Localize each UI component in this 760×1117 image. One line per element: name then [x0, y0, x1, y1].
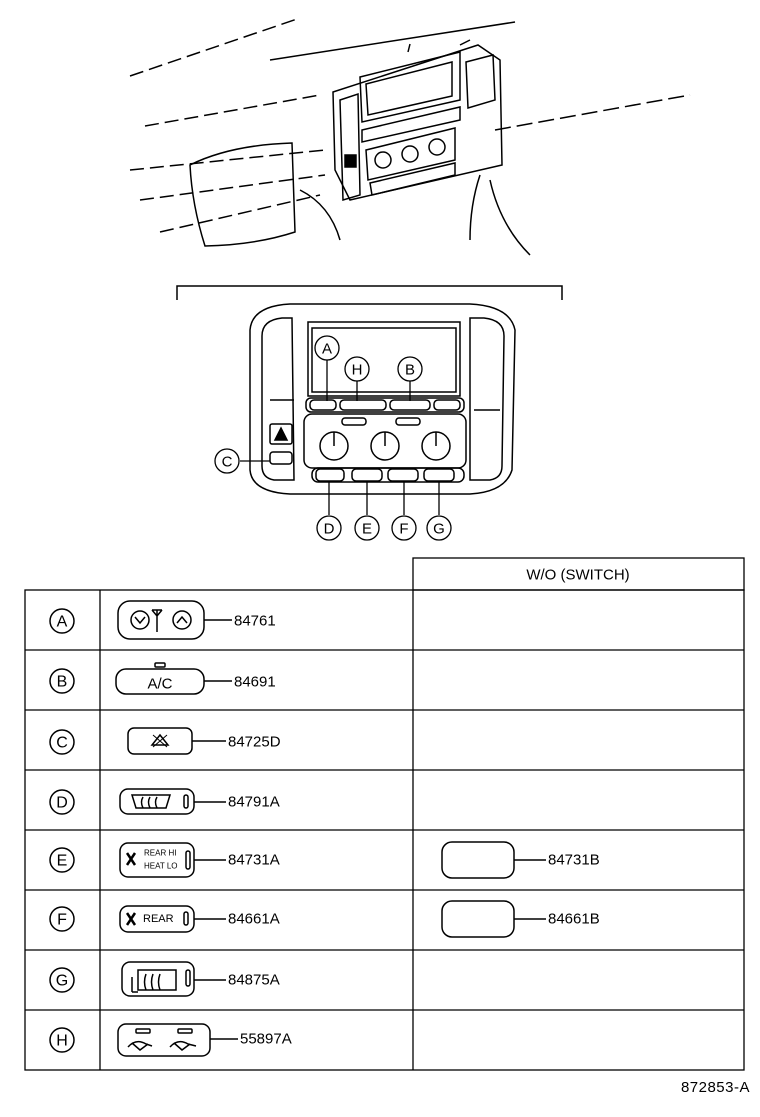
row-letter-g: G — [56, 973, 68, 990]
part-number-f: 84661A — [228, 911, 280, 928]
switch-a-icon — [117, 600, 232, 640]
switch-e-rear-heater-icon — [119, 842, 226, 878]
part-number-e: 84731A — [228, 852, 280, 869]
callout-h-label: H — [352, 362, 363, 379]
part-number-a: 84761 — [234, 613, 276, 630]
row-letter-b: B — [57, 674, 68, 691]
parts-table — [24, 557, 745, 1071]
part-number-g: 84875A — [228, 972, 280, 989]
row-letter-a: A — [57, 614, 68, 631]
wo-switch-header: W/O (SWITCH) — [526, 567, 629, 584]
row-letter-h: H — [56, 1033, 68, 1050]
callout-c-label: C — [222, 454, 233, 471]
switch-d-defroster-icon — [119, 788, 226, 815]
control-panel — [249, 303, 516, 495]
callout-c — [214, 448, 240, 474]
rear-hi-label: REAR HI — [144, 849, 176, 858]
switch-b-ac-icon — [115, 662, 232, 695]
part-number-c: 84725D — [228, 734, 281, 751]
callout-e — [354, 515, 380, 541]
callout-d-label: D — [324, 521, 335, 538]
callout-g — [426, 515, 452, 541]
callout-b-label: B — [405, 362, 415, 379]
row-letter-d: D — [56, 795, 68, 812]
part-number-h: 55897A — [240, 1031, 292, 1048]
wo-part-number-e: 84731B — [548, 852, 600, 869]
callout-g-label: G — [433, 521, 445, 538]
row-letter-e: E — [57, 853, 68, 870]
row-letter-circles — [49, 608, 75, 1053]
wo-blank-switches — [441, 841, 546, 938]
part-number-b: 84691 — [234, 674, 276, 691]
callout-f — [391, 515, 417, 541]
dashboard-sketch — [129, 17, 691, 256]
row-letter-c: C — [56, 735, 68, 752]
callout-b — [397, 356, 423, 382]
switch-h-air-mode-icon — [117, 1023, 238, 1057]
wo-part-number-f: 84661B — [548, 911, 600, 928]
callout-a-label: A — [322, 341, 332, 358]
switch-f-rear-blower-icon — [119, 905, 226, 933]
row-letter-f: F — [57, 912, 67, 929]
callout-a — [314, 335, 340, 361]
callout-d — [316, 515, 342, 541]
zoom-bracket — [176, 285, 563, 300]
ac-label: A/C — [147, 676, 172, 693]
callout-e-label: E — [362, 521, 372, 538]
part-number-d: 84791A — [228, 794, 280, 811]
heat-lo-label: HEAT LO — [144, 862, 178, 871]
blank-switch-f — [441, 900, 515, 938]
switch-g-rear-defogger-icon — [121, 961, 226, 997]
rear-label: REAR — [143, 913, 174, 925]
blank-switch-e — [441, 841, 515, 879]
panel-callouts — [214, 335, 452, 541]
callout-f-label: F — [399, 521, 408, 538]
figure-reference-number: 872853-A — [680, 1079, 750, 1096]
callout-h — [344, 356, 370, 382]
switch-c-hazard-icon — [127, 727, 226, 755]
